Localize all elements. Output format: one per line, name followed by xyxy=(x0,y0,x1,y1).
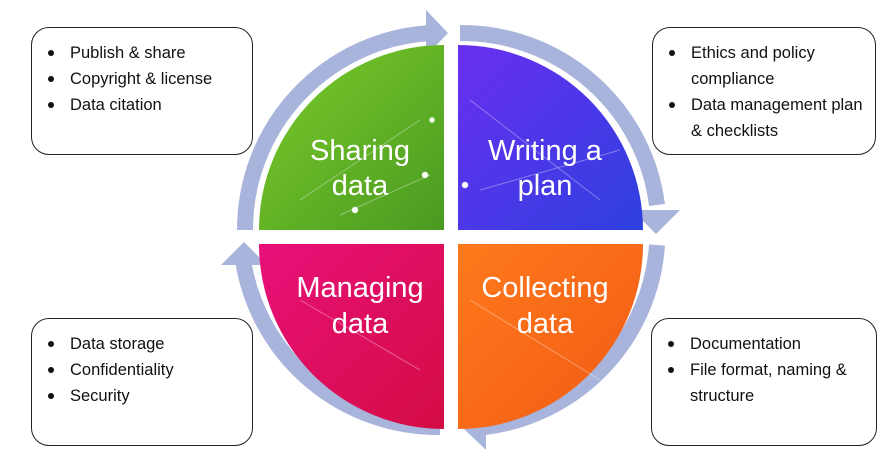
list-item: Data storage xyxy=(48,331,242,357)
quadrant-label-collecting-1: Collecting xyxy=(481,272,608,304)
quadrant-label-sharing-2: data xyxy=(332,170,389,202)
quadrant-collecting xyxy=(458,244,643,429)
arrow-bottom-right xyxy=(483,244,665,435)
arrow-top-right xyxy=(459,24,665,207)
network-lines xyxy=(299,99,621,381)
list-item: Documentation xyxy=(668,331,866,357)
quadrant-managing xyxy=(259,244,444,429)
arrowhead-top-left xyxy=(426,10,448,56)
quadrant-label-collecting-2: data xyxy=(517,308,574,340)
list-item: Data management plan & checklists xyxy=(669,92,865,144)
quadrant-writing xyxy=(458,45,643,230)
quadrant-label-sharing-1: Sharing xyxy=(310,135,410,167)
list-item: Ethics and policy compliance xyxy=(669,40,865,92)
quadrant-sharing xyxy=(259,45,444,230)
sharing-info-box: Publish & share Copyright & license Data… xyxy=(31,27,253,155)
quadrant-label-writing-1: Writing a xyxy=(488,135,603,167)
writing-plan-info-box: Ethics and policy compliance Data manage… xyxy=(652,27,876,155)
quadrant-label-managing-1: Managing xyxy=(296,272,423,304)
arrow-top-left xyxy=(236,25,431,231)
arrowhead-bottom-left xyxy=(221,242,267,265)
list-item: Copyright & license xyxy=(48,66,242,92)
list-item: File format, naming & structure xyxy=(668,357,866,409)
arrowhead-top-right xyxy=(632,210,680,234)
managing-info-box: Data storage Confidentiality Security xyxy=(31,318,253,446)
list-item: Publish & share xyxy=(48,40,242,66)
quadrant-label-managing-2: data xyxy=(332,308,389,340)
list-item: Security xyxy=(48,383,242,409)
collecting-info-box: Documentation File format, naming & stru… xyxy=(651,318,877,446)
quadrant-label-writing-2: plan xyxy=(518,170,573,202)
list-item: Data citation xyxy=(48,92,242,118)
list-item: Confidentiality xyxy=(48,357,242,383)
